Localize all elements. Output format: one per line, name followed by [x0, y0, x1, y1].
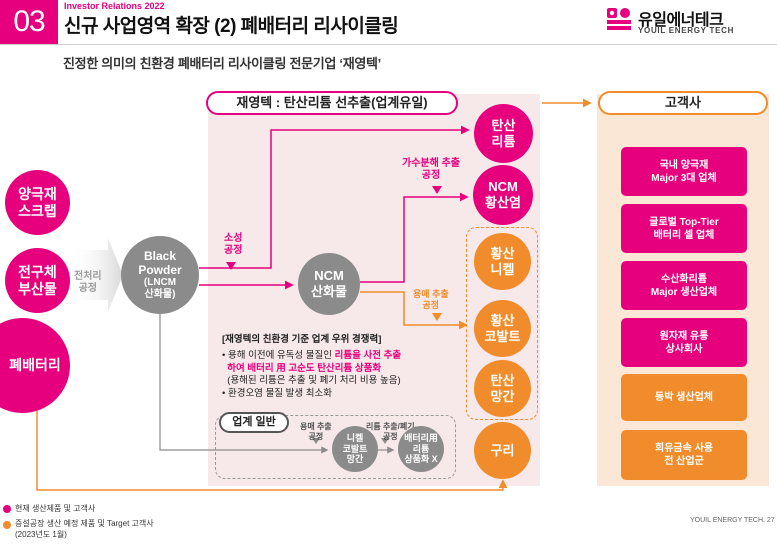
customer-box: 수산화리튬 Major 생산업체 [621, 261, 747, 310]
page-subtitle: 진정한 의미의 친환경 폐배터리 리사이클링 전문기업 ‘재영텍’ [63, 56, 381, 71]
competitiveness-line1-highlight: 리튬을 사전 추출 [334, 349, 402, 361]
customer-panel-label: 고객사 [598, 91, 768, 115]
legend-current-dot [3, 505, 11, 513]
input-precursor-byproduct: 전구체 부산물 [5, 248, 70, 313]
footer-page-number: YOUIL ENERGY TECH. 27 [690, 517, 775, 524]
product-cobalt-sulfate: 황산 코발트 [474, 300, 531, 357]
competitiveness-title: [재영텍의 친환경 기준 업계 우위 경쟁력] [222, 334, 382, 345]
main-panel-label: 재영텍 : 탄산리튬 선추출(업계유일) [206, 91, 458, 115]
company-logo-icon [607, 8, 631, 30]
legend-planned-label: 증설공장 생산 예정 제품 및 Target 고객사 [15, 519, 154, 528]
competitiveness-note: [재영텍의 친환경 기준 업계 우위 경쟁력] • 용해 이전에 유독성 물질인… [222, 334, 467, 401]
logo-subtext: YOUIL ENERGY TECH [638, 26, 735, 35]
section-number: 03 [0, 0, 58, 44]
product-ncm-sulfate: NCM 황산염 [473, 165, 533, 225]
legend-current-label: 현재 생산제품 및 고객사 [15, 504, 96, 513]
header-kicker: Investor Relations 2022 [64, 1, 165, 11]
customer-box: 국내 양극재 Major 3대 업체 [621, 147, 747, 196]
general-lithium-product: 배터리用 리튬 상품화 X [398, 426, 444, 472]
input-waste-battery: 폐배터리 [0, 318, 70, 413]
header-divider [0, 44, 777, 45]
customer-box: 동박 생산업체 [621, 374, 747, 421]
competitiveness-line2: 하여 배터리 用 고순도 탄산리튬 상품화 [222, 362, 382, 374]
hydrolysis-process-label: 가수분해 추출 공정 [402, 158, 460, 181]
black-powder-name: Black Powder [138, 248, 182, 277]
legend-planned-dot [3, 521, 11, 529]
customer-box: 글로벌 Top-Tier 배터리 셀 업체 [621, 204, 747, 253]
product-manganese-carbonate: 탄산 망간 [474, 360, 531, 417]
calcination-process-label: 소성 공정 [224, 233, 243, 256]
product-lithium-carbonate: 탄산 리튬 [474, 104, 533, 163]
competitiveness-line3: (용해된 리튬은 추출 및 폐기 처리 비용 높음) [222, 375, 401, 387]
input-anode-scrap: 양극재 스크랩 [5, 170, 70, 235]
black-powder-sub: (LNCM 산화물) [143, 277, 177, 301]
competitiveness-line4: • 환경오염 물질 발생 최소화 [222, 388, 333, 400]
customer-box: 희유금속 사용 전 산업군 [621, 430, 747, 480]
logo-name: 유일에너테크 [638, 12, 724, 29]
black-powder-node: Black Powder(LNCM 산화물) [121, 236, 199, 314]
general-solvent-label: 용매 추출 공정 [300, 422, 332, 441]
product-copper: 구리 [474, 422, 531, 479]
industry-general-label: 업계 일반 [219, 412, 289, 433]
legend-planned-note: (2023년도 1월) [15, 530, 67, 539]
ncm-oxide-node: NCM 산화물 [298, 253, 360, 315]
solvent-process-label: 용매 추출 공정 [413, 289, 449, 310]
page-title: 신규 사업영역 확장 (2) 폐배터리 리사이클링 [64, 16, 399, 37]
product-nickel-sulfate: 황산 니켈 [474, 233, 531, 290]
competitiveness-line1: • 용해 이전에 유독성 물질인 [222, 349, 335, 361]
general-ncm-product: 니켈 코발트 망간 [332, 426, 378, 472]
customer-box: 원자재 유통 상사회사 [621, 318, 747, 367]
general-lithium-process-label: 리튬 추출/폐기 공정 [366, 422, 415, 441]
preprocess-label: 전처리 공정 [74, 271, 102, 294]
